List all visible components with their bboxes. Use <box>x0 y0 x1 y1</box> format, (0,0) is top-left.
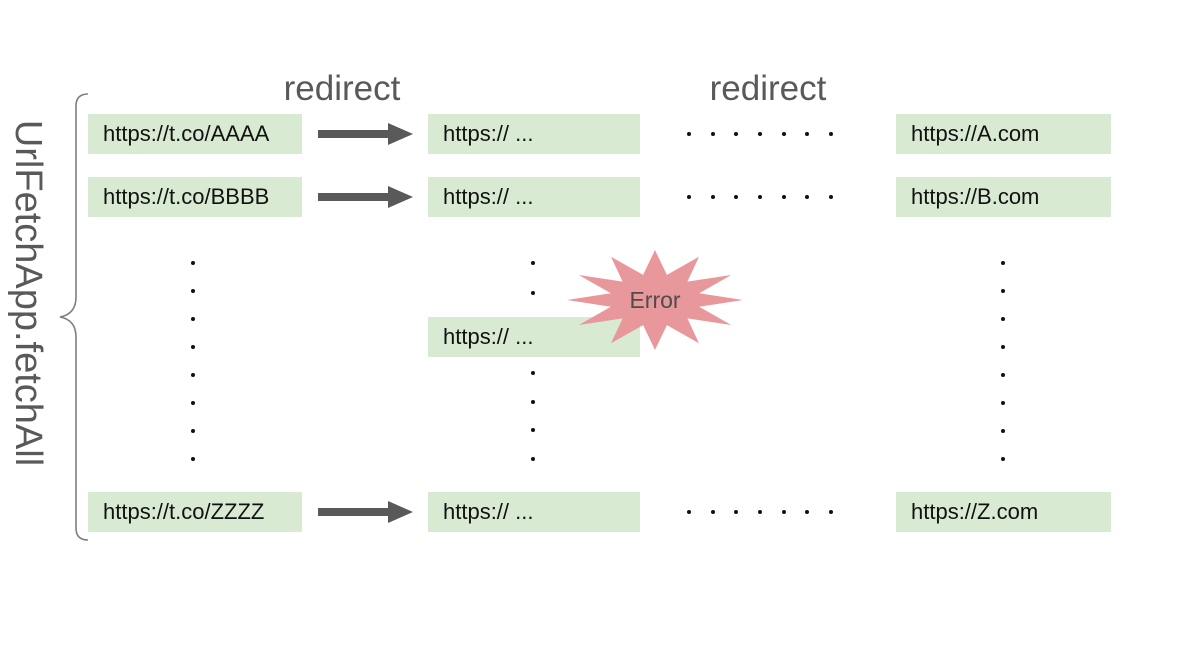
dot <box>781 195 786 199</box>
ellipsis-vertical <box>530 261 536 295</box>
ellipsis-vertical <box>1000 261 1006 461</box>
dot <box>781 132 786 136</box>
dot <box>828 195 833 199</box>
dot <box>191 429 195 433</box>
redirect-label-second: redirect <box>709 69 827 108</box>
redirect-arrow-icon <box>318 186 413 208</box>
curly-brace <box>59 93 89 541</box>
source-url-box: https://t.co/BBBB <box>88 177 302 217</box>
dot <box>1001 289 1005 293</box>
dot <box>828 132 833 136</box>
dot <box>781 510 786 514</box>
intermediate-url-box: https:// ... <box>428 114 640 154</box>
dot <box>805 132 810 136</box>
dot <box>710 132 715 136</box>
dot <box>687 132 691 136</box>
dot <box>687 195 691 199</box>
dot <box>191 289 195 293</box>
redirect-label-first: redirect <box>283 69 401 108</box>
dot <box>757 195 762 199</box>
dot <box>191 401 195 405</box>
redirect-arrow-icon <box>318 501 413 523</box>
dot <box>710 510 715 514</box>
redirect-arrow-icon <box>318 123 413 145</box>
ellipsis-horizontal <box>687 114 833 154</box>
dot <box>1001 373 1005 377</box>
dot <box>191 373 195 377</box>
dot <box>1001 429 1005 433</box>
source-url-box: https://t.co/AAAA <box>88 114 302 154</box>
dot <box>191 345 195 349</box>
dot <box>805 510 810 514</box>
dot <box>1001 261 1005 265</box>
error-burst-icon <box>567 250 743 350</box>
error-label: Error <box>629 287 681 313</box>
dot <box>828 510 833 514</box>
source-url-box: https://t.co/ZZZZ <box>88 492 302 532</box>
dot <box>531 291 535 295</box>
dot <box>191 457 195 461</box>
ellipsis-horizontal <box>687 492 833 532</box>
dot <box>191 317 195 321</box>
dot <box>531 261 535 265</box>
ellipsis-horizontal <box>687 177 833 217</box>
dot <box>757 132 762 136</box>
intermediate-url-box-error: https:// ... <box>428 317 640 357</box>
intermediate-url-box: https:// ... <box>428 492 640 532</box>
dot <box>191 261 195 265</box>
dot <box>531 456 535 461</box>
dot <box>531 428 535 433</box>
final-url-box: https://A.com <box>896 114 1111 154</box>
dot <box>805 195 810 199</box>
dot <box>531 399 535 404</box>
dot <box>734 510 739 514</box>
ellipsis-vertical <box>530 371 536 461</box>
fetchall-group-label: UrlFetchApp.fetchAll <box>7 119 49 467</box>
dot <box>687 510 691 514</box>
dot <box>734 195 739 199</box>
intermediate-url-box: https:// ... <box>428 177 640 217</box>
dot <box>1001 345 1005 349</box>
ellipsis-vertical <box>190 261 196 461</box>
dot <box>1001 457 1005 461</box>
dot <box>757 510 762 514</box>
dot <box>1001 317 1005 321</box>
dot <box>531 371 535 375</box>
final-url-box: https://Z.com <box>896 492 1111 532</box>
final-url-box: https://B.com <box>896 177 1111 217</box>
dot <box>734 132 739 136</box>
dot <box>1001 401 1005 405</box>
dot <box>710 195 715 199</box>
